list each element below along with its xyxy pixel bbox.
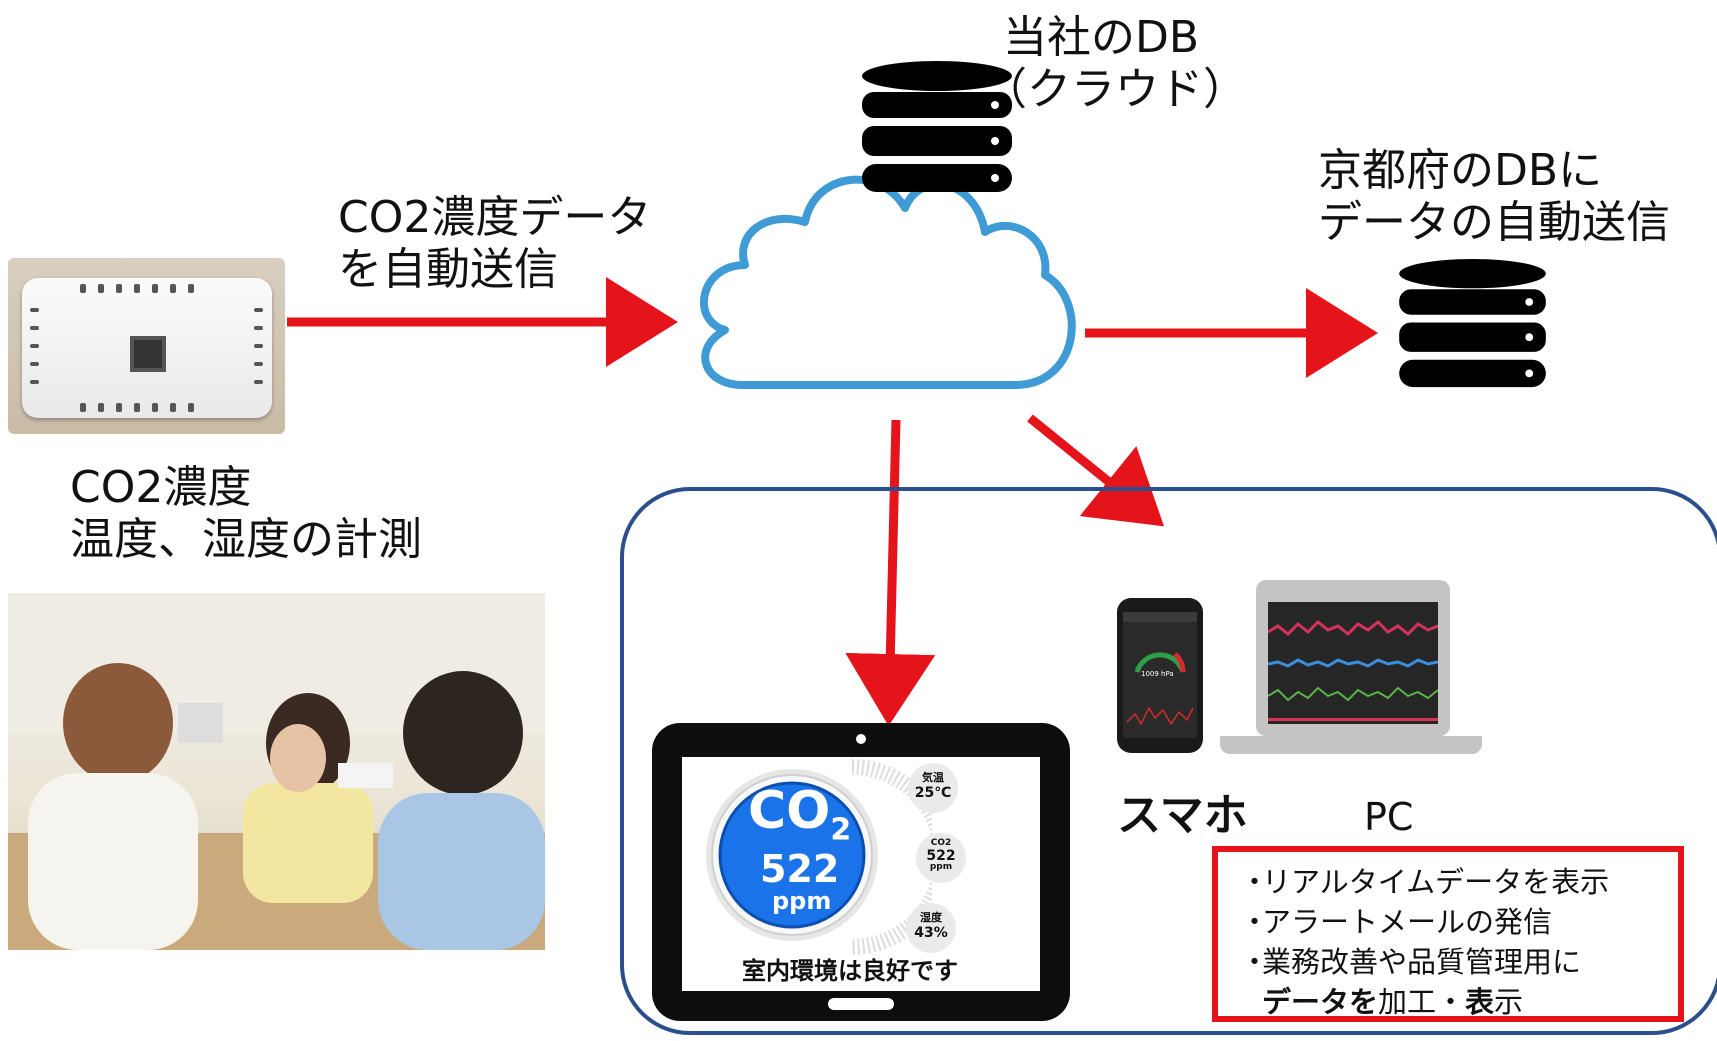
kyoto-db-line2: データの自動送信 (1318, 196, 1670, 248)
status-text: 室内環境は良好です (742, 957, 958, 985)
vent-slot (152, 284, 158, 293)
temp-value: 25℃ (914, 784, 952, 801)
feature-item-3: ・業務改善や品質管理用に (1240, 942, 1678, 982)
tablet-camera (856, 734, 866, 744)
measure-label: CO2濃度 温度、湿度の計測 (70, 462, 422, 566)
co2-gauge (706, 769, 878, 941)
feature-bullet: ・ (1240, 945, 1270, 979)
co2-bubble: CO2 522 ppm (916, 833, 966, 883)
send-label: CO2濃度データ を自動送信 (338, 192, 651, 296)
feature-item-2: ・アラートメールの発信 (1240, 902, 1678, 942)
vent-slot (98, 284, 104, 293)
humidity-value: 43% (914, 924, 948, 941)
kyoto-db-line1: 京都府のDBに (1318, 145, 1603, 196)
vent-slot (134, 284, 140, 293)
small-co2-value: 522 (926, 847, 956, 864)
feature-text: リアルタイムデータを表示 (1262, 865, 1610, 899)
laptop-base (1220, 736, 1482, 754)
vent-slot (30, 326, 39, 330)
feature-bullet: ・ (1240, 865, 1270, 899)
vent-slot (254, 308, 263, 312)
vent-slot (254, 380, 263, 384)
vent-slot (30, 308, 39, 312)
feature-text: アラートメールの発信 (1262, 905, 1553, 939)
database-icon (862, 61, 1012, 192)
small-co2-unit: ppm (929, 861, 953, 872)
feature-text: 業務改善や品質管理用に (1262, 945, 1582, 979)
tablet-screen: CO2 522 ppm 気温 25℃ CO2 522 ppm 湿度 43% 室内… (682, 757, 1040, 991)
arrow-cloud-to-devices (1027, 414, 1164, 527)
send-line2: を自動送信 (338, 243, 558, 295)
vent-slot (116, 403, 122, 412)
feature-plain-1: 加工・ (1378, 985, 1466, 1019)
vent-slot (98, 403, 104, 412)
display-devices-panel (620, 487, 1717, 1035)
vent-slot (188, 403, 194, 412)
temp-bubble: 気温 25℃ (908, 763, 958, 813)
vent-slot (254, 362, 263, 366)
temp-label: 気温 (922, 771, 944, 784)
vent-slot (134, 403, 140, 412)
feature-item-4: データを加工・表示 (1240, 982, 1678, 1022)
feature-bold-2: 表 (1465, 985, 1495, 1019)
small-co2-label: CO2 (930, 838, 952, 848)
sensor-window (130, 336, 166, 372)
co2-sensor-photo (8, 258, 285, 434)
laptop-device (1220, 580, 1482, 762)
company-db-line1: 当社のDB (1003, 12, 1200, 63)
company-db-line2: （クラウド） (983, 63, 1247, 115)
dial-ticks (851, 759, 932, 955)
feature-item-1: ・リアルタイムデータを表示 (1240, 862, 1678, 902)
tablet-device: CO2 522 ppm 気温 25℃ CO2 522 ppm 湿度 43% 室内… (652, 723, 1070, 1021)
co2-unit: ppm (772, 887, 832, 915)
vent-slot (30, 344, 39, 348)
feature-plain-2: 示 (1494, 985, 1524, 1019)
company-db-label: 当社のDB （クラウド） (983, 12, 1247, 116)
laptop-lid (1256, 580, 1450, 736)
vent-slot (254, 344, 263, 348)
smartphone-label: スマホ (1117, 790, 1248, 841)
vent-slot (116, 284, 122, 293)
cloud-icon (699, 175, 1076, 389)
tablet-home-button (828, 998, 894, 1010)
co2-value: 522 (760, 847, 840, 891)
vent-slot (80, 403, 86, 412)
phone-screen: 1009 hPa (1123, 612, 1197, 738)
features-box: ・リアルタイムデータを表示 ・アラートメールの発信 ・業務改善や品質管理用に デ… (1212, 846, 1684, 1022)
vent-slot (80, 284, 86, 293)
measure-line2: 温度、湿度の計測 (70, 513, 422, 565)
arrow-cloud-to-tablet (845, 419, 936, 726)
humidity-label: 湿度 (920, 911, 942, 924)
co2-symbol: CO2 (748, 781, 851, 848)
kyoto-db-label: 京都府のDBに データの自動送信 (1318, 145, 1670, 249)
vent-slot (188, 284, 194, 293)
feature-bold-1: データを (1262, 985, 1379, 1019)
laptop-screen (1268, 602, 1438, 724)
dining-photo (8, 593, 545, 950)
smartphone-device: 1009 hPa (1117, 598, 1203, 753)
feature-bullet: ・ (1240, 905, 1270, 939)
vent-slot (170, 403, 176, 412)
co2-symbol-sub: 2 (830, 812, 852, 848)
phone-screen-value: 1009 hPa (1141, 670, 1174, 678)
pc-label: PC (1364, 795, 1414, 839)
vent-slot (30, 362, 39, 366)
co2-symbol-text: CO (748, 781, 831, 841)
humidity-bubble: 湿度 43% (906, 903, 956, 953)
vent-slot (170, 284, 176, 293)
send-line1: CO2濃度データ (338, 192, 652, 243)
database-icon-kyoto (1399, 258, 1546, 388)
vent-slot (30, 380, 39, 384)
vent-slot (152, 403, 158, 412)
vent-slot (254, 326, 263, 330)
sensor-device (22, 278, 272, 418)
measure-line1: CO2濃度 (70, 462, 252, 513)
